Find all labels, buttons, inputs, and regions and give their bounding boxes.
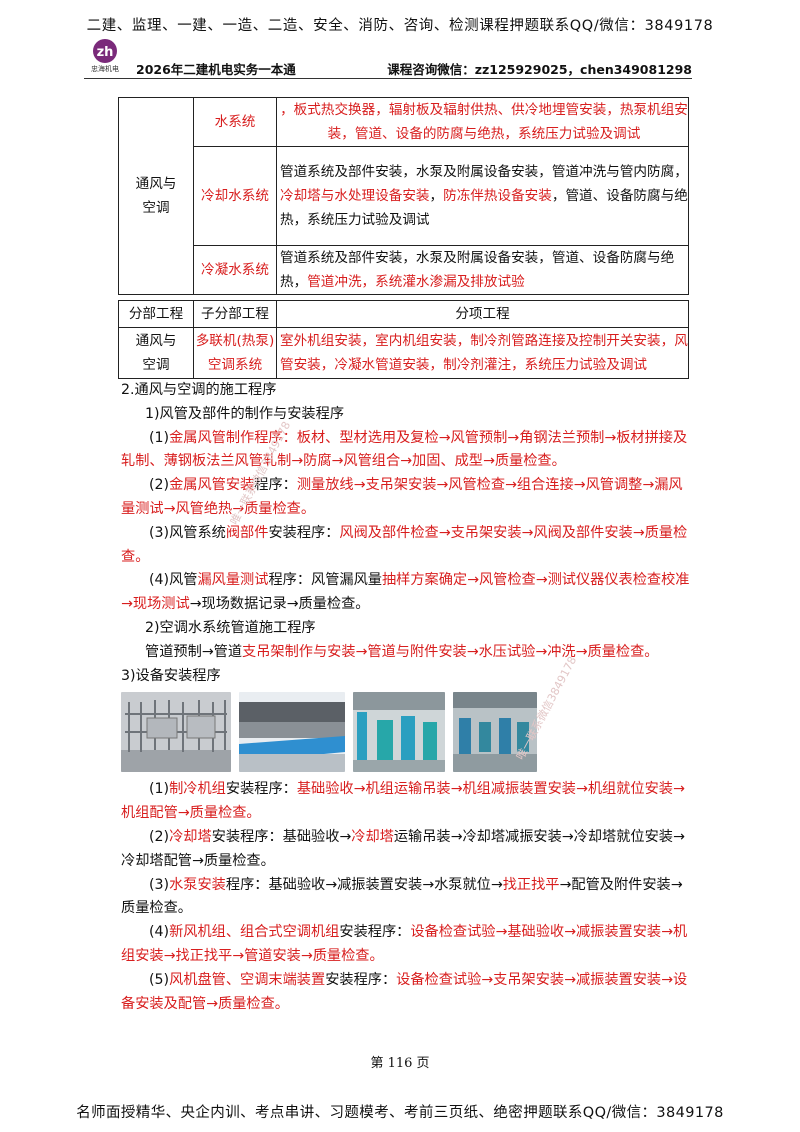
header-cell: 分项工程 (276, 300, 689, 328)
paragraph-group: 2.通风与空调的施工程序 1)风管及部件的制作与安装程序 (1)金属风管制作程序：板… (121, 379, 691, 688)
subsystem-cell: 冷却水系统 (193, 146, 277, 246)
plain-text: 2.通风与空调的施工程序 (121, 382, 277, 398)
plain-text: 3)设备安装程序 (121, 667, 221, 684)
items-cell: 管道系统及部件安装，水泵及附属设备安装，管道、设备防腐与绝热，管道冲洗，系统灌水… (276, 245, 689, 295)
highlight-text: 支吊架制作与安装→管道与附件安装→水压试验→冲洗→质量检查。 (242, 643, 659, 660)
subsystem-cell: 水系统 (193, 97, 277, 147)
header-cell: 子分部工程 (193, 300, 277, 328)
plain-text: 程序：基础验收→减振装置安装→水泵就位→ (225, 876, 503, 893)
highlight-text: ，板式热交换器，辐射板及辐射供热、供冷地埋管安装，热泵机组安装，管道、设备的防腐… (280, 102, 688, 142)
paragraph: 2.通风与空调的施工程序 (121, 379, 691, 403)
plain-text: 安装程序： (325, 971, 397, 988)
equipment-photos (121, 692, 691, 773)
plain-text: 安装程序： (339, 924, 411, 941)
plain-text: →配管及附件安装→质量检查。 (121, 876, 683, 917)
paragraph: 3)设备安装程序 (121, 665, 691, 689)
highlight-text: 找正找平 (502, 876, 560, 893)
plain-text: ，管道、设备防腐与绝热，系统压力试验及调试 (280, 188, 688, 228)
highlight-text: 金属风管制作程序：板材、型材选用及复检→风管预制→角钢法兰预制→板材拼接及轧制、… (121, 429, 688, 470)
plain-text: (1) (149, 429, 170, 446)
pump-room-photo (353, 692, 445, 773)
paragraph: (5)风机盘管、空调末端装置安装程序：设备检查试验→支吊架安装→减振装置安装→设… (121, 969, 691, 1017)
highlight-text: 基础验收→机组运输吊装→机组减振装置安装→机组就位安装→机组配管→质量检查。 (121, 781, 685, 822)
pump-hall-photo (453, 692, 537, 773)
highlight-text: 漏风量测试 (197, 572, 269, 589)
paragraph: (2)冷却塔安装程序：基础验收→冷却塔运输吊装→冷却塔减振安装→冷却塔就位安装→… (121, 826, 691, 874)
highlight-text: 管道冲洗，系统灌水渗漏及排放试验 (307, 274, 525, 290)
subdivision-cell: 多联机(热泵)空调系统 (193, 327, 277, 379)
paragraph: (3)水泵安装程序：基础验收→减振装置安装→水泵就位→找正找平→配管及附件安装→… (121, 874, 691, 922)
highlight-text: 冷却塔 (169, 828, 212, 845)
plain-text: (1) (149, 781, 170, 798)
plain-text: 安装程序： (225, 781, 297, 798)
header-divider (84, 78, 692, 79)
chiller-photo (121, 692, 231, 773)
plain-text: (4)风管 (149, 572, 198, 589)
items-cell: 管道系统及部件安装，水泵及附属设备安装，管道冲洗与管内防腐， 冷却塔与水处理设备安… (276, 146, 689, 246)
highlight-text: 抽样方案确定→风管检查→测试仪器仪表检查校准→现场测试 (121, 572, 690, 613)
plain-text: 安装程序：基础验收→ (211, 828, 352, 845)
plain-text: →现场数据记录→质量检查。 (189, 596, 370, 613)
plain-text: (3)风管系统 (149, 524, 226, 541)
highlight-text: 冷却塔与水处理设备安装 (280, 188, 430, 204)
plain-text: 程序： (254, 477, 297, 494)
paragraph: (1)金属风管制作程序：板材、型材选用及复检→风管预制→角钢法兰预制→板材拼接及… (121, 427, 691, 475)
highlight-text: 测量放线→支吊架安装→风管检查→组合连接→风管调整→漏风量测试→风管绝热→质量检… (121, 477, 683, 517)
highlight-text: 阀部件 (225, 524, 269, 541)
paragraph: 1)风管及部件的制作与安装程序 (121, 403, 691, 427)
plain-text: 2)空调水系统管道施工程序 (145, 619, 316, 636)
paragraph: (3)风管系统阀部件安装程序：风阀及部件检查→支吊架安装→风阀及部件安装→质量检… (121, 522, 691, 570)
paragraph-group: (1)制冷机组安装程序：基础验收→机组运输吊装→机组减振装置安装→机组就位安装→… (121, 778, 691, 1016)
page-number: 第 116 页 (370, 1056, 430, 1071)
division-cell: 通风与空调 (118, 327, 194, 379)
plain-text: (5) (149, 971, 170, 988)
highlight-text: 设备检查试验→支吊架安装→减振装置安装→设备安装及配管→质量检查。 (121, 971, 688, 1012)
plain-text: 管道系统及部件安装，水泵及附属设备安装，管道冲洗与管内防腐， (280, 164, 688, 180)
header-banner: 二建、监理、一建、一造、二造、安全、消防、咨询、检测课程押题联系QQ/微信：38… (86, 18, 714, 34)
items-cell: 室外机组安装，室内机组安装，制冷剂管路连接及控制开关安装，风管安装，冷凝水管道安… (276, 327, 689, 379)
plain-text: 运输吊装→冷却塔减振安装→冷却塔就位安装→冷却塔配管→质量检查。 (121, 828, 685, 869)
company-logo: zh 忠海机电 (91, 39, 119, 73)
plain-text: 安装程序： (268, 524, 340, 541)
plain-text: (2) (149, 828, 170, 845)
plain-text: (4) (149, 924, 170, 941)
highlight-text: 风机盘管、空调末端装置 (169, 971, 326, 988)
paragraph: (2)金属风管安装程序：测量放线→支吊架安装→风管检查→组合连接→风管调整→漏风… (121, 474, 691, 522)
paragraph: 管道预制→管道支吊架制作与安装→管道与附件安装→水压试验→冲洗→质量检查。 (121, 641, 691, 665)
items-cell: ，板式热交换器，辐射板及辐射供热、供冷地埋管安装，热泵机组安装，管道、设备的防腐… (276, 97, 689, 147)
highlight-text: 水泵安装 (169, 876, 226, 893)
subsystem-cell: 冷凝水系统 (193, 245, 277, 295)
highlight-text: 防冻伴热设备安装 (443, 188, 552, 204)
doc-title: 2026年二建机电实务一本通 (136, 62, 296, 77)
plain-text: (3) (149, 876, 170, 893)
footer-banner: 名师面授精华、央企内训、考点串讲、习题模考、考前三页纸、绝密押题联系QQ/微信：… (76, 1105, 724, 1121)
plain-text: 管道预制→管道 (145, 643, 243, 660)
plain-text: ， (429, 188, 444, 204)
subproject-table-2: 分部工程 子分部工程 分项工程 通风与空调 多联机(热泵)空调系统 室外机组安装… (118, 300, 689, 379)
paragraph: (4)新风机组、组合式空调机组安装程序：设备检查试验→基础验收→减振装置安装→机… (121, 921, 691, 969)
plain-text: (2) (149, 477, 170, 494)
paragraph: (1)制冷机组安装程序：基础验收→机组运输吊装→机组减振装置安装→机组就位安装→… (121, 778, 691, 826)
highlight-text: 冷却塔 (351, 828, 394, 845)
plain-text: 程序：风管漏风量 (268, 572, 382, 589)
paragraph: 2)空调水系统管道施工程序 (121, 617, 691, 641)
highlight-text: 制冷机组 (169, 781, 226, 798)
highlight-text: 金属风管安装 (169, 477, 255, 494)
division-cell: 通风与空调 (118, 97, 194, 295)
cooling-tower-photo (239, 692, 345, 773)
logo-text: 忠海机电 (91, 64, 119, 73)
highlight-text: 设备检查试验→基础验收→减振装置安装→机组安装→找正找平→管道安装→质量检查。 (121, 924, 688, 964)
highlight-text: 新风机组、组合式空调机组 (169, 924, 340, 941)
header-cell: 分部工程 (118, 300, 194, 328)
svg-text:zh: zh (97, 45, 114, 60)
plain-text: 1)风管及部件的制作与安装程序 (145, 405, 345, 422)
subproject-table-1: 通风与空调 水系统 ，板式热交换器，辐射板及辐射供热、供冷地埋管安装，热泵机组安… (118, 97, 689, 295)
plain-text: 管道系统及部件安装，水泵及附属设备安装，管道、设备防腐与绝热， (280, 250, 675, 290)
paragraph: (4)风管漏风量测试程序：风管漏风量抽样方案确定→风管检查→测试仪器仪表检查校准… (121, 569, 691, 617)
contact-info: 课程咨询微信：zz125929025，chen349081298 (387, 62, 692, 77)
highlight-text: 风阀及部件检查→支吊架安装→风阀及部件安装→质量检查。 (121, 524, 688, 565)
